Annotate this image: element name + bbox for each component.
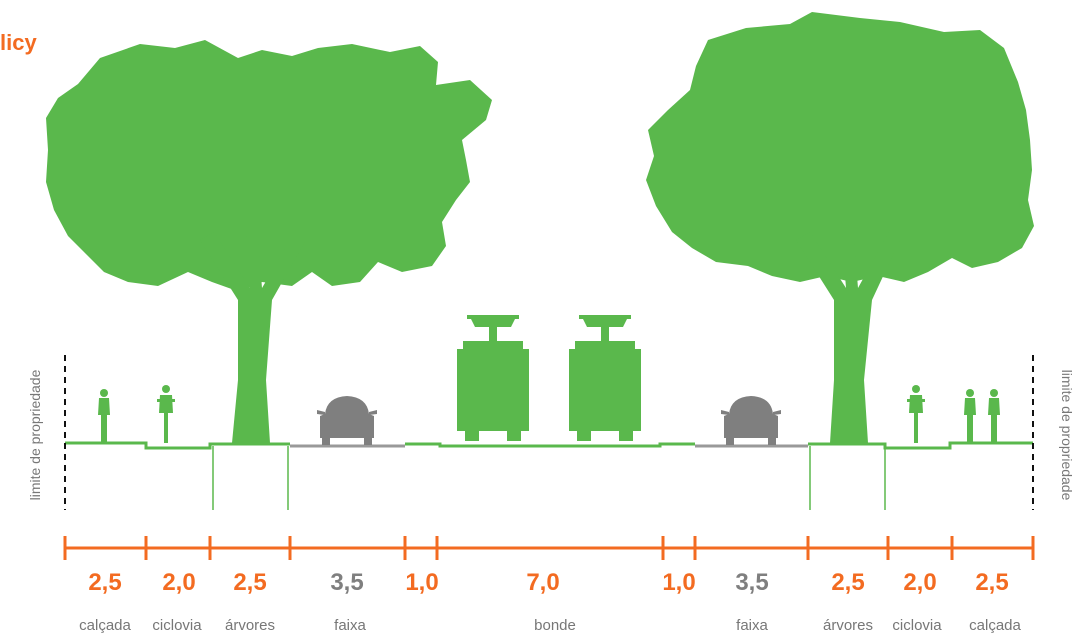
tram-icon <box>569 315 641 441</box>
car-icon <box>317 396 377 445</box>
ground-profile <box>65 441 1033 450</box>
cyclist-icon <box>907 385 925 443</box>
segment-width-value: 1,0 <box>405 569 438 596</box>
segment-width-value: 2,5 <box>975 569 1008 596</box>
segment-names: calçada ciclovia árvores faixa bonde faixa árv… <box>79 617 1021 633</box>
segment-width-value: 2,0 <box>903 569 936 596</box>
tree-icon <box>646 12 1034 443</box>
pedestrian-icon <box>98 389 110 443</box>
dimension-ticks <box>63 536 1035 560</box>
segment-values: 2,5 2,0 2,5 3,5 1,0 7,0 1,0 3,5 2,5 2,0 2,5 <box>88 569 1008 596</box>
pedestrian-icon <box>964 389 976 443</box>
segment-name-label: árvores <box>823 617 873 633</box>
pedestrian-icon <box>988 389 1000 443</box>
planter-walls <box>212 446 886 510</box>
segment-name-label: bonde <box>534 617 576 633</box>
segment-name-label: ciclovia <box>892 617 942 633</box>
car-icon <box>721 396 781 445</box>
segment-width-value: 2,5 <box>831 569 864 596</box>
tram-icon <box>457 315 529 441</box>
segment-name-label: calçada <box>79 617 131 633</box>
segment-width-value: 2,5 <box>88 569 121 596</box>
segment-width-value: 2,0 <box>162 569 195 596</box>
segment-name-label: árvores <box>225 617 275 633</box>
segment-name-label: calçada <box>969 617 1021 633</box>
segment-width-value: 3,5 <box>330 569 363 596</box>
segment-name-label: ciclovia <box>152 617 202 633</box>
tree-icon <box>46 40 492 443</box>
segment-name-label: faixa <box>736 617 768 633</box>
page-title: licy <box>0 30 37 55</box>
segment-width-value: 1,0 <box>662 569 695 596</box>
segment-width-value: 2,5 <box>233 569 266 596</box>
cyclist-icon <box>157 385 175 443</box>
segment-name-label: faixa <box>334 617 366 633</box>
segment-width-value: 3,5 <box>735 569 768 596</box>
segment-width-value: 7,0 <box>526 569 559 596</box>
